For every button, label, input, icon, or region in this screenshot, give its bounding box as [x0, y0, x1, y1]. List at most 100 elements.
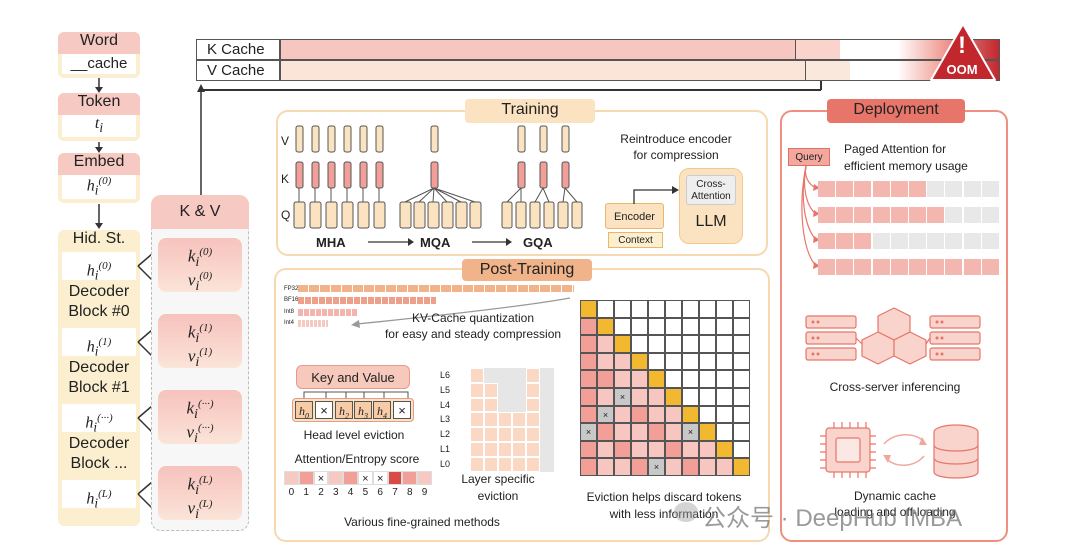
memory-block [872, 259, 890, 275]
matrix-cell [648, 405, 665, 424]
memory-block [818, 207, 835, 223]
memory-block [854, 181, 872, 197]
layer-cell [498, 427, 512, 442]
score-index: 4 [347, 487, 354, 498]
matrix-cell [716, 458, 733, 476]
matrix-cell [631, 317, 648, 336]
head-1-evicted: × [315, 401, 333, 419]
matrix-cell [699, 352, 716, 371]
memory-block [909, 259, 926, 275]
paged-attention-arrows [801, 166, 820, 269]
layer-cell [526, 442, 540, 457]
matrix-cell [648, 388, 665, 406]
score-cell: × [313, 471, 329, 485]
matrix-cell: × [614, 388, 631, 406]
matrix-cell [665, 388, 682, 406]
matrix-cell [597, 335, 614, 353]
matrix-cell [733, 388, 750, 406]
matrix-cell [648, 300, 665, 318]
oom-exclamation: ! [958, 32, 966, 59]
matrix-cell [699, 300, 716, 318]
matrix-cell [614, 405, 631, 424]
matrix-cell [614, 458, 631, 476]
matrix-cell [699, 388, 716, 406]
matrix-cell [648, 370, 665, 388]
oom-label: OOM [946, 62, 978, 77]
k-cache-bar: K Cache [196, 39, 1000, 60]
row-label-v: V [281, 134, 290, 148]
layer-cell [470, 456, 484, 472]
chip-database-icon [820, 422, 979, 479]
cache-connector-line [201, 89, 821, 91]
watermark-logo-icon [674, 502, 698, 522]
kv-entry-0: ki(0) vi(0) [158, 238, 242, 294]
decoder-block-0-output: hi(1) [62, 328, 136, 359]
paged-blocks [818, 181, 1000, 277]
score-cell [417, 471, 432, 485]
matrix-cell [716, 335, 733, 353]
kv-fork-arrows [137, 253, 153, 509]
layer-cell [484, 397, 498, 413]
head-cells: h0 × h2 h3 h4 × [292, 398, 414, 422]
matrix-cell [631, 423, 648, 441]
matrix-cell [699, 423, 716, 441]
matrix-cell [665, 352, 682, 371]
matrix-cell [682, 405, 699, 424]
attention-variants-diagram [293, 125, 583, 229]
layer-cell [526, 456, 540, 472]
token-box: Token ti [58, 93, 140, 141]
memory-block [872, 181, 890, 197]
layer-cell [526, 427, 540, 442]
layer-cell [484, 382, 498, 398]
kv-entry-mid: ki(···) vi(···) [158, 390, 242, 446]
memory-block [854, 207, 872, 223]
memory-block [836, 259, 854, 275]
matrix-cell [733, 317, 750, 336]
score-cell: × [372, 471, 388, 485]
matrix-cell [716, 300, 733, 318]
matrix-cell: × [597, 405, 614, 424]
matrix-cell [597, 458, 614, 476]
memory-block [836, 233, 854, 249]
memory-block [927, 233, 945, 249]
layer-cell [512, 427, 526, 442]
matrix-cell [614, 423, 631, 441]
layer-cell [526, 412, 540, 428]
oom-warning-icon [930, 23, 996, 81]
matrix-cell [580, 317, 597, 336]
kv-entry-1: ki(1) vi(1) [158, 314, 242, 370]
matrix-cell [682, 317, 699, 336]
matrix-cell [597, 352, 614, 371]
quant-strip-bf16 [298, 297, 436, 304]
kv-title: K & V [151, 195, 249, 229]
matrix-cell [716, 440, 733, 459]
matrix-cell [580, 405, 597, 424]
score-index: 2 [318, 487, 324, 498]
embed-title: Embed [58, 153, 140, 175]
matrix-cell [716, 388, 733, 406]
matrix-cell [580, 388, 597, 406]
watermark: 公众号 · DeepHub IMBA [702, 505, 963, 532]
matrix-cell: × [648, 458, 665, 476]
layer-cell [512, 456, 526, 472]
precision-int4: Int4 [284, 320, 295, 326]
matrix-cell [597, 440, 614, 459]
memory-block [909, 207, 926, 223]
score-index: 1 [303, 487, 309, 498]
word-value: __cache [62, 54, 136, 74]
layer-cell [470, 382, 484, 398]
word-title: Word [58, 32, 140, 54]
llm-box: Cross-Attention LLM [679, 168, 743, 244]
layer-cell [470, 368, 484, 383]
head-2: h2 [335, 401, 353, 420]
layer-cell [498, 456, 512, 472]
layer-label: L5 [440, 384, 451, 395]
score-cell [284, 471, 299, 485]
quant-strip-int8 [298, 309, 358, 316]
matrix-cell [614, 370, 631, 388]
variant-mqa: MQA [420, 235, 451, 250]
memory-block [963, 207, 981, 223]
